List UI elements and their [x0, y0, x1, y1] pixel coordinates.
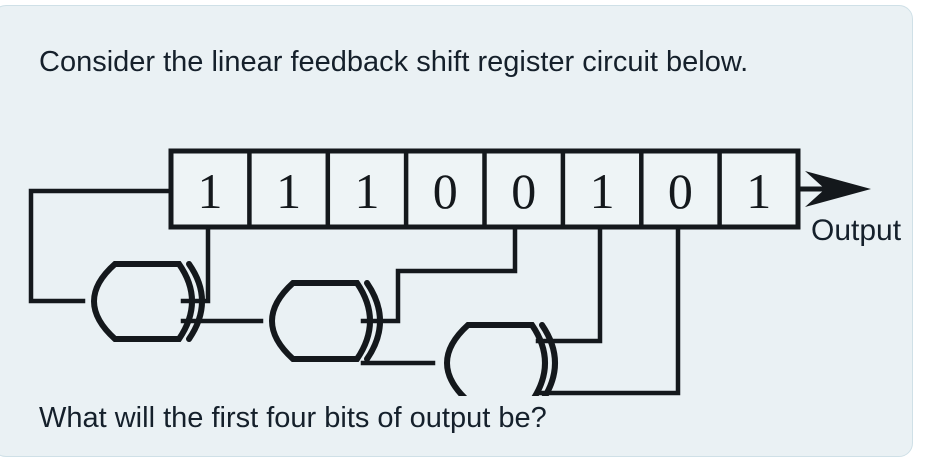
register-cell-4: 0 — [511, 163, 536, 219]
tap-wires — [180, 224, 681, 396]
prompt-question-text: What will the first four bits of output … — [39, 402, 547, 434]
shift-register: 1 1 1 0 0 1 0 1 — [168, 148, 801, 230]
register-cell-3: 0 — [433, 163, 458, 219]
register-cell-7: 1 — [746, 163, 771, 219]
output-arrow — [798, 171, 871, 207]
register-cell-values: 1 1 1 0 0 1 0 1 — [198, 163, 772, 219]
register-cell-2: 1 — [355, 163, 380, 219]
lfsr-circuit-figure: 1 1 1 0 0 1 0 1 — [0, 131, 928, 396]
xor-gate-1 — [91, 261, 205, 342]
prompt-intro-text: Consider the linear feedback shift regis… — [39, 46, 749, 78]
register-cell-1: 1 — [276, 163, 301, 219]
question-card: Consider the linear feedback shift regis… — [0, 5, 913, 457]
output-label: Output — [811, 214, 902, 247]
register-cell-6: 0 — [668, 163, 693, 219]
xor-gate-3 — [444, 322, 558, 396]
feedback-wire — [28, 188, 174, 304]
register-cell-5: 1 — [590, 163, 615, 219]
xor-gate-2 — [269, 280, 383, 362]
register-cell-0: 1 — [198, 163, 223, 219]
